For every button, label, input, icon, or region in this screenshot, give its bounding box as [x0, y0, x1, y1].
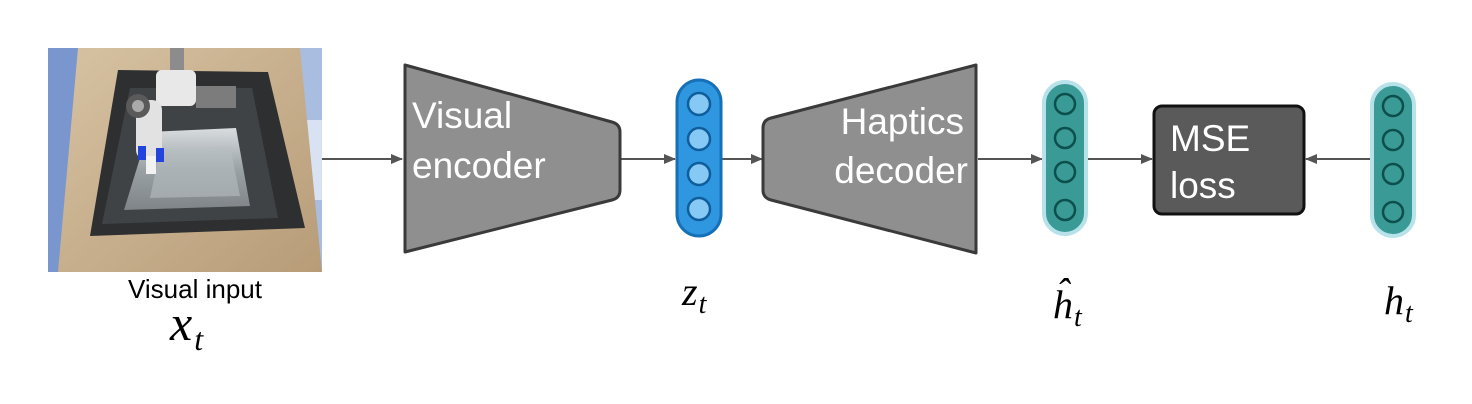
decoder-label-line2: decoder [834, 150, 968, 191]
latent-node [686, 91, 712, 117]
predicted-haptics-vector [1042, 80, 1088, 236]
haptics-decoder-block: Haptics decoder [761, 63, 978, 255]
prediction-hat: ˆ [1056, 270, 1071, 315]
encoder-label-line1: Visual [412, 95, 512, 136]
latent-node [686, 196, 712, 222]
haptic-node [1381, 162, 1405, 186]
haptic-node [1053, 92, 1077, 116]
target-symbol: ht [1384, 278, 1414, 329]
latent-node [686, 161, 712, 187]
visual-input-image [48, 48, 322, 272]
haptic-node [1053, 126, 1077, 150]
latent-node [686, 126, 712, 152]
haptic-node [1381, 200, 1405, 224]
haptic-node [1381, 94, 1405, 118]
input-symbol: xt [169, 295, 204, 357]
haptic-node [1053, 198, 1077, 222]
latent-vector [675, 78, 723, 238]
visual-input-caption: Visual input [128, 274, 263, 304]
haptic-node [1053, 160, 1077, 184]
encoder-label-line2: encoder [412, 145, 546, 186]
loss-label-line2: loss [1170, 165, 1236, 206]
decoder-label-line1: Haptics [841, 101, 964, 142]
visual-encoder-block: Visual encoder [403, 63, 622, 254]
haptic-node [1381, 128, 1405, 152]
mse-loss-block: MSE loss [1152, 104, 1306, 216]
target-haptics-vector [1370, 82, 1416, 238]
loss-label-line1: MSE [1170, 118, 1250, 159]
prediction-symbol: ht [1053, 282, 1083, 333]
latent-symbol: zt [681, 269, 708, 320]
